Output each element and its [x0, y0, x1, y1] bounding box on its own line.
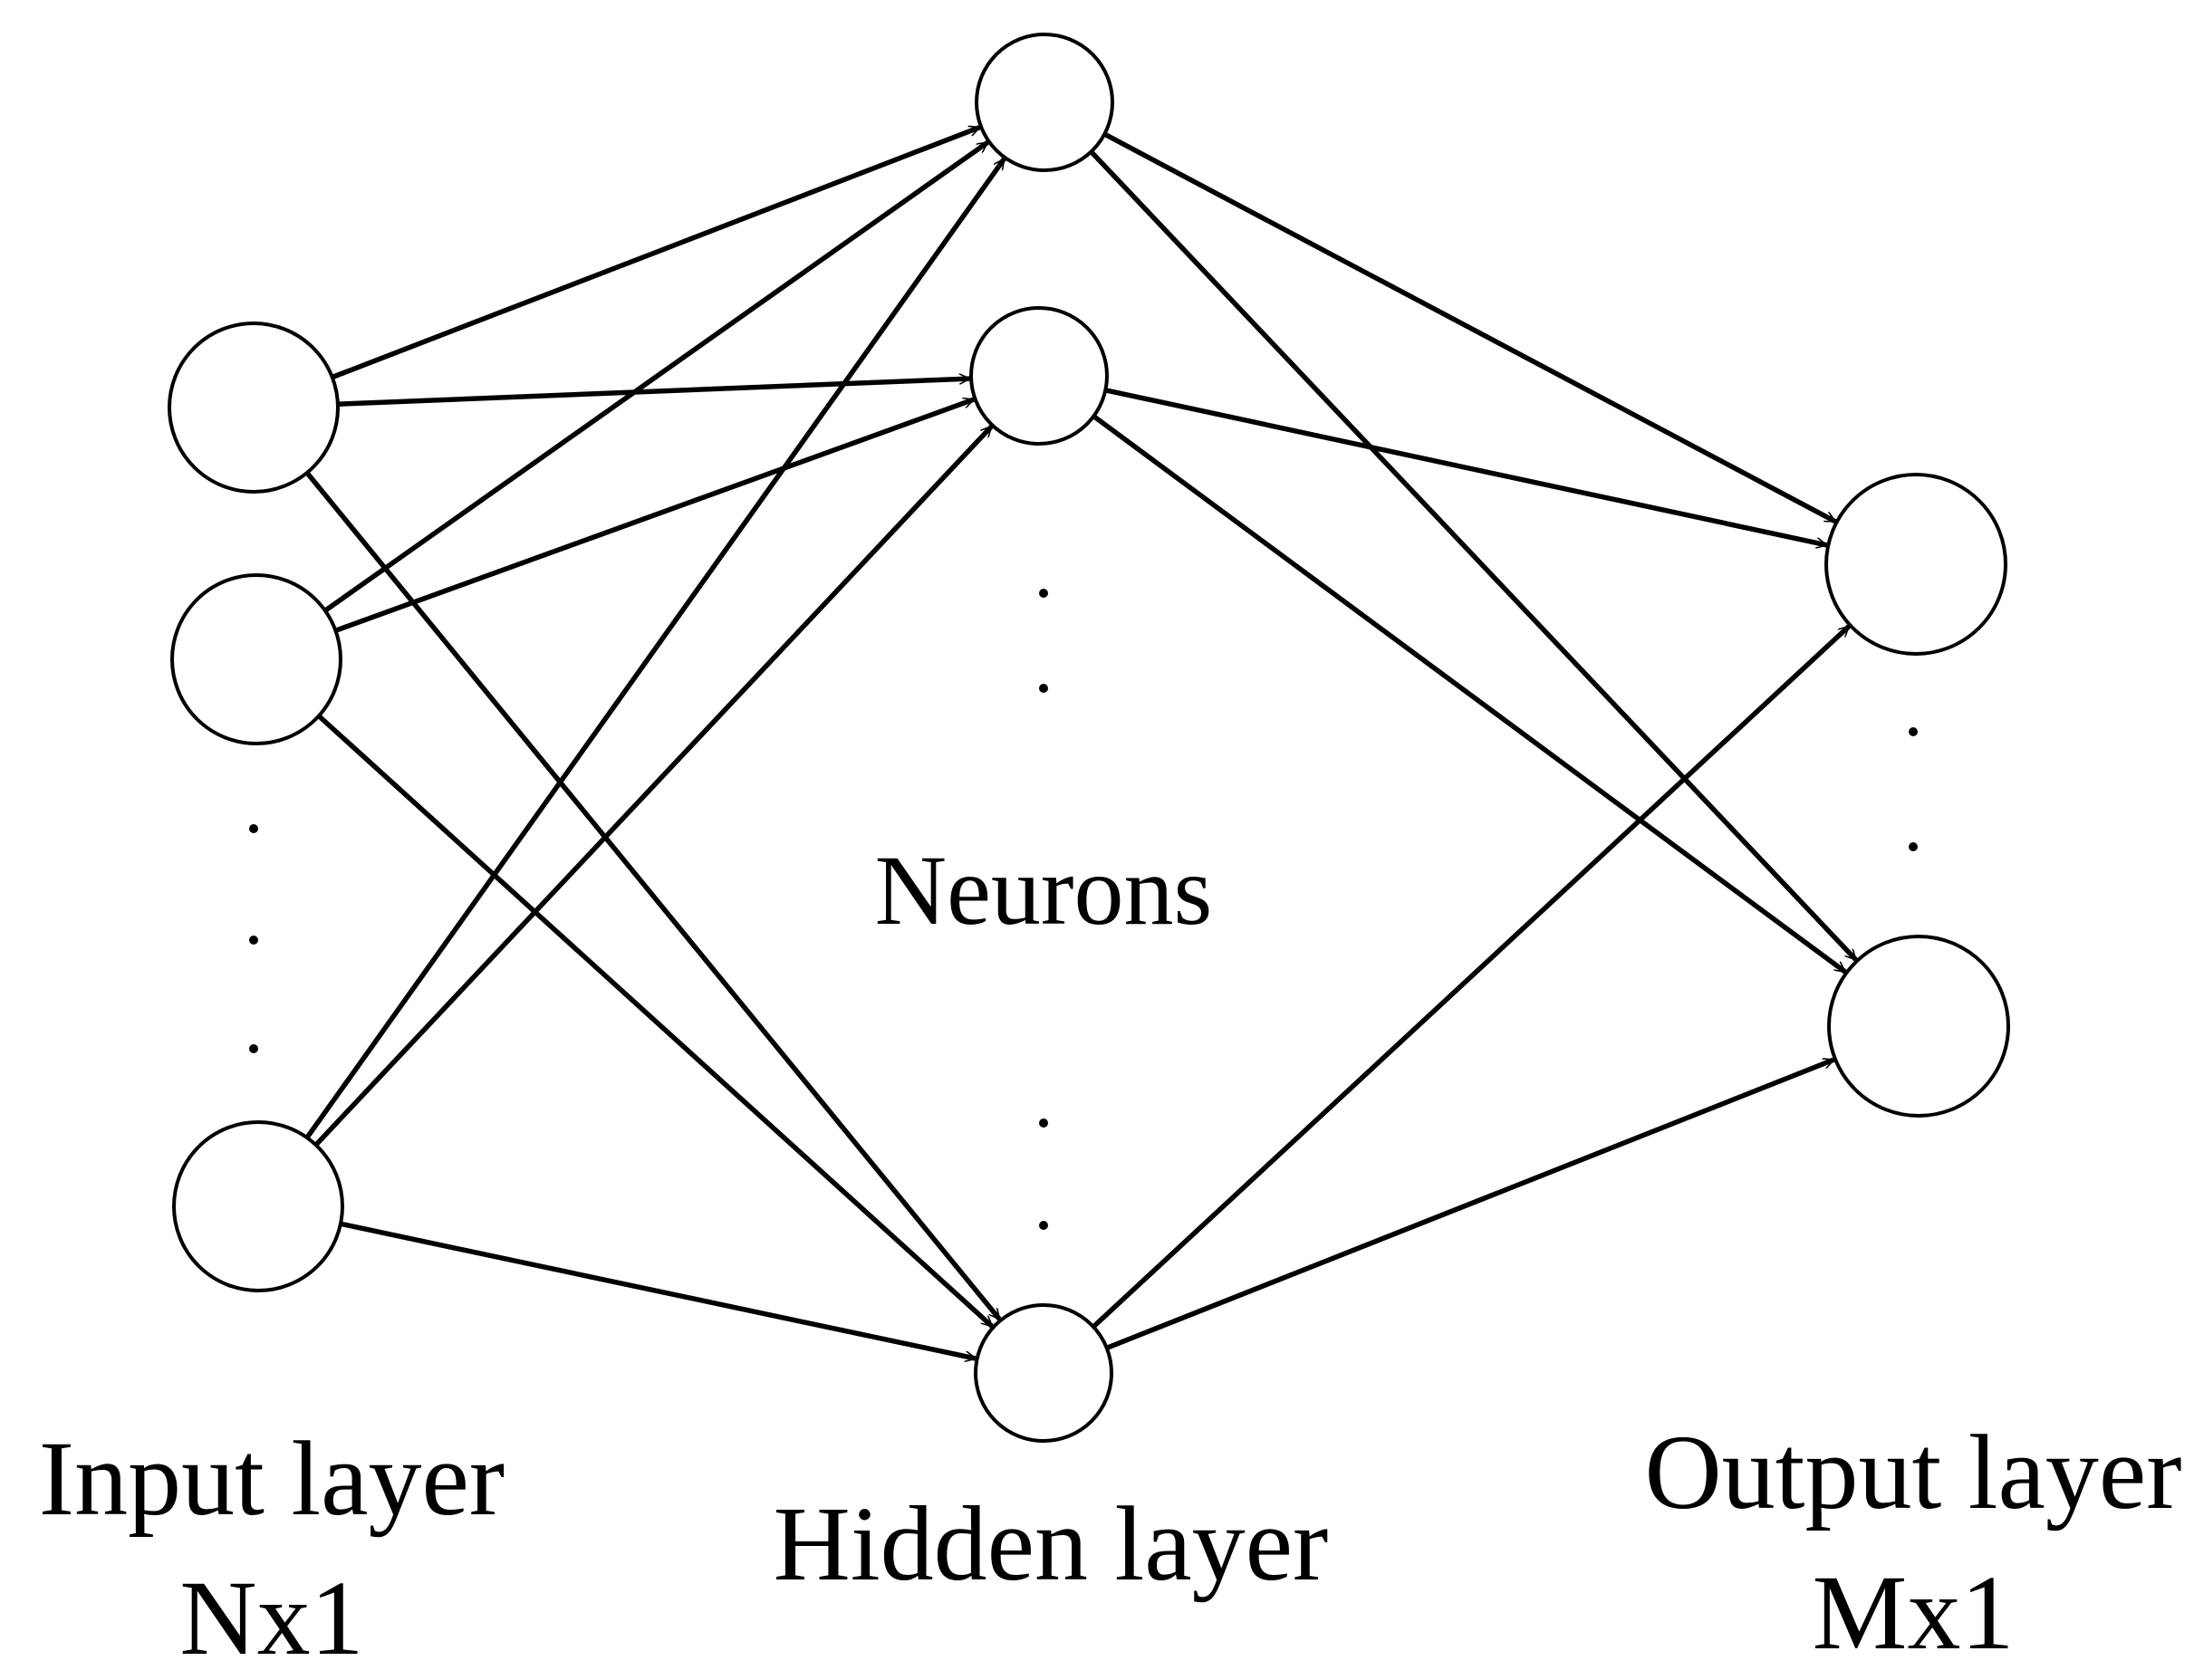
- connection-hidden-2-to-output-1: [1104, 388, 1826, 545]
- output-neuron-2: [1827, 935, 2010, 1118]
- output-size-label: Mx1: [1813, 1553, 2015, 1672]
- connection-hidden-2-to-output-2: [1092, 414, 1845, 974]
- connection-input-3-to-hidden-3: [340, 1221, 976, 1358]
- labels-group: Input layer Nx1 Neurons Hidden layer Out…: [39, 835, 2182, 1677]
- hidden-lower-ellipsis-dot: [1039, 1118, 1048, 1128]
- input-neuron-1: [168, 322, 340, 494]
- ellipsis-dots: [249, 589, 1918, 1230]
- hidden-neuron-1: [975, 33, 1114, 172]
- connection-hidden-3-to-output-2: [1105, 1057, 1833, 1350]
- neurons-group: [168, 33, 2010, 1443]
- connections-group: [304, 125, 1858, 1358]
- connection-input-3-to-hidden-2: [313, 425, 994, 1147]
- input-layer-label: Input layer: [39, 1419, 505, 1538]
- connection-input-2-to-hidden-2: [334, 397, 973, 633]
- hidden-upper-ellipsis-dot: [1039, 684, 1048, 693]
- output-ellipsis-dot: [1909, 842, 1918, 851]
- hidden-layer-label: Hidden layer: [774, 1484, 1329, 1603]
- input-ellipsis-dot: [249, 824, 258, 833]
- input-ellipsis-dot: [249, 1044, 258, 1053]
- input-neuron-3: [172, 1120, 344, 1292]
- connection-input-1-to-hidden-3: [304, 471, 1002, 1319]
- connection-input-3-to-hidden-1: [304, 159, 1006, 1139]
- connection-hidden-1-to-output-2: [1089, 149, 1858, 962]
- output-neuron-1: [1824, 473, 2007, 656]
- connection-input-1-to-hidden-1: [331, 125, 979, 380]
- output-ellipsis-dot: [1909, 727, 1918, 736]
- connection-hidden-3-to-output-1: [1092, 624, 1851, 1330]
- hidden-neuron-3: [974, 1303, 1113, 1443]
- neurons-label: Neurons: [875, 835, 1213, 946]
- hidden-upper-ellipsis-dot: [1039, 589, 1048, 598]
- input-neuron-2: [170, 573, 342, 745]
- connection-input-2-to-hidden-1: [323, 140, 987, 613]
- input-ellipsis-dot: [249, 936, 258, 945]
- hidden-neuron-2: [969, 306, 1109, 446]
- input-size-label: Nx1: [179, 1559, 363, 1677]
- connection-input-1-to-hidden-2: [337, 379, 969, 407]
- hidden-lower-ellipsis-dot: [1039, 1221, 1048, 1230]
- connection-hidden-1-to-output-1: [1103, 131, 1835, 524]
- connection-input-2-to-hidden-3: [317, 714, 994, 1329]
- output-layer-label: Output layer: [1644, 1413, 2181, 1531]
